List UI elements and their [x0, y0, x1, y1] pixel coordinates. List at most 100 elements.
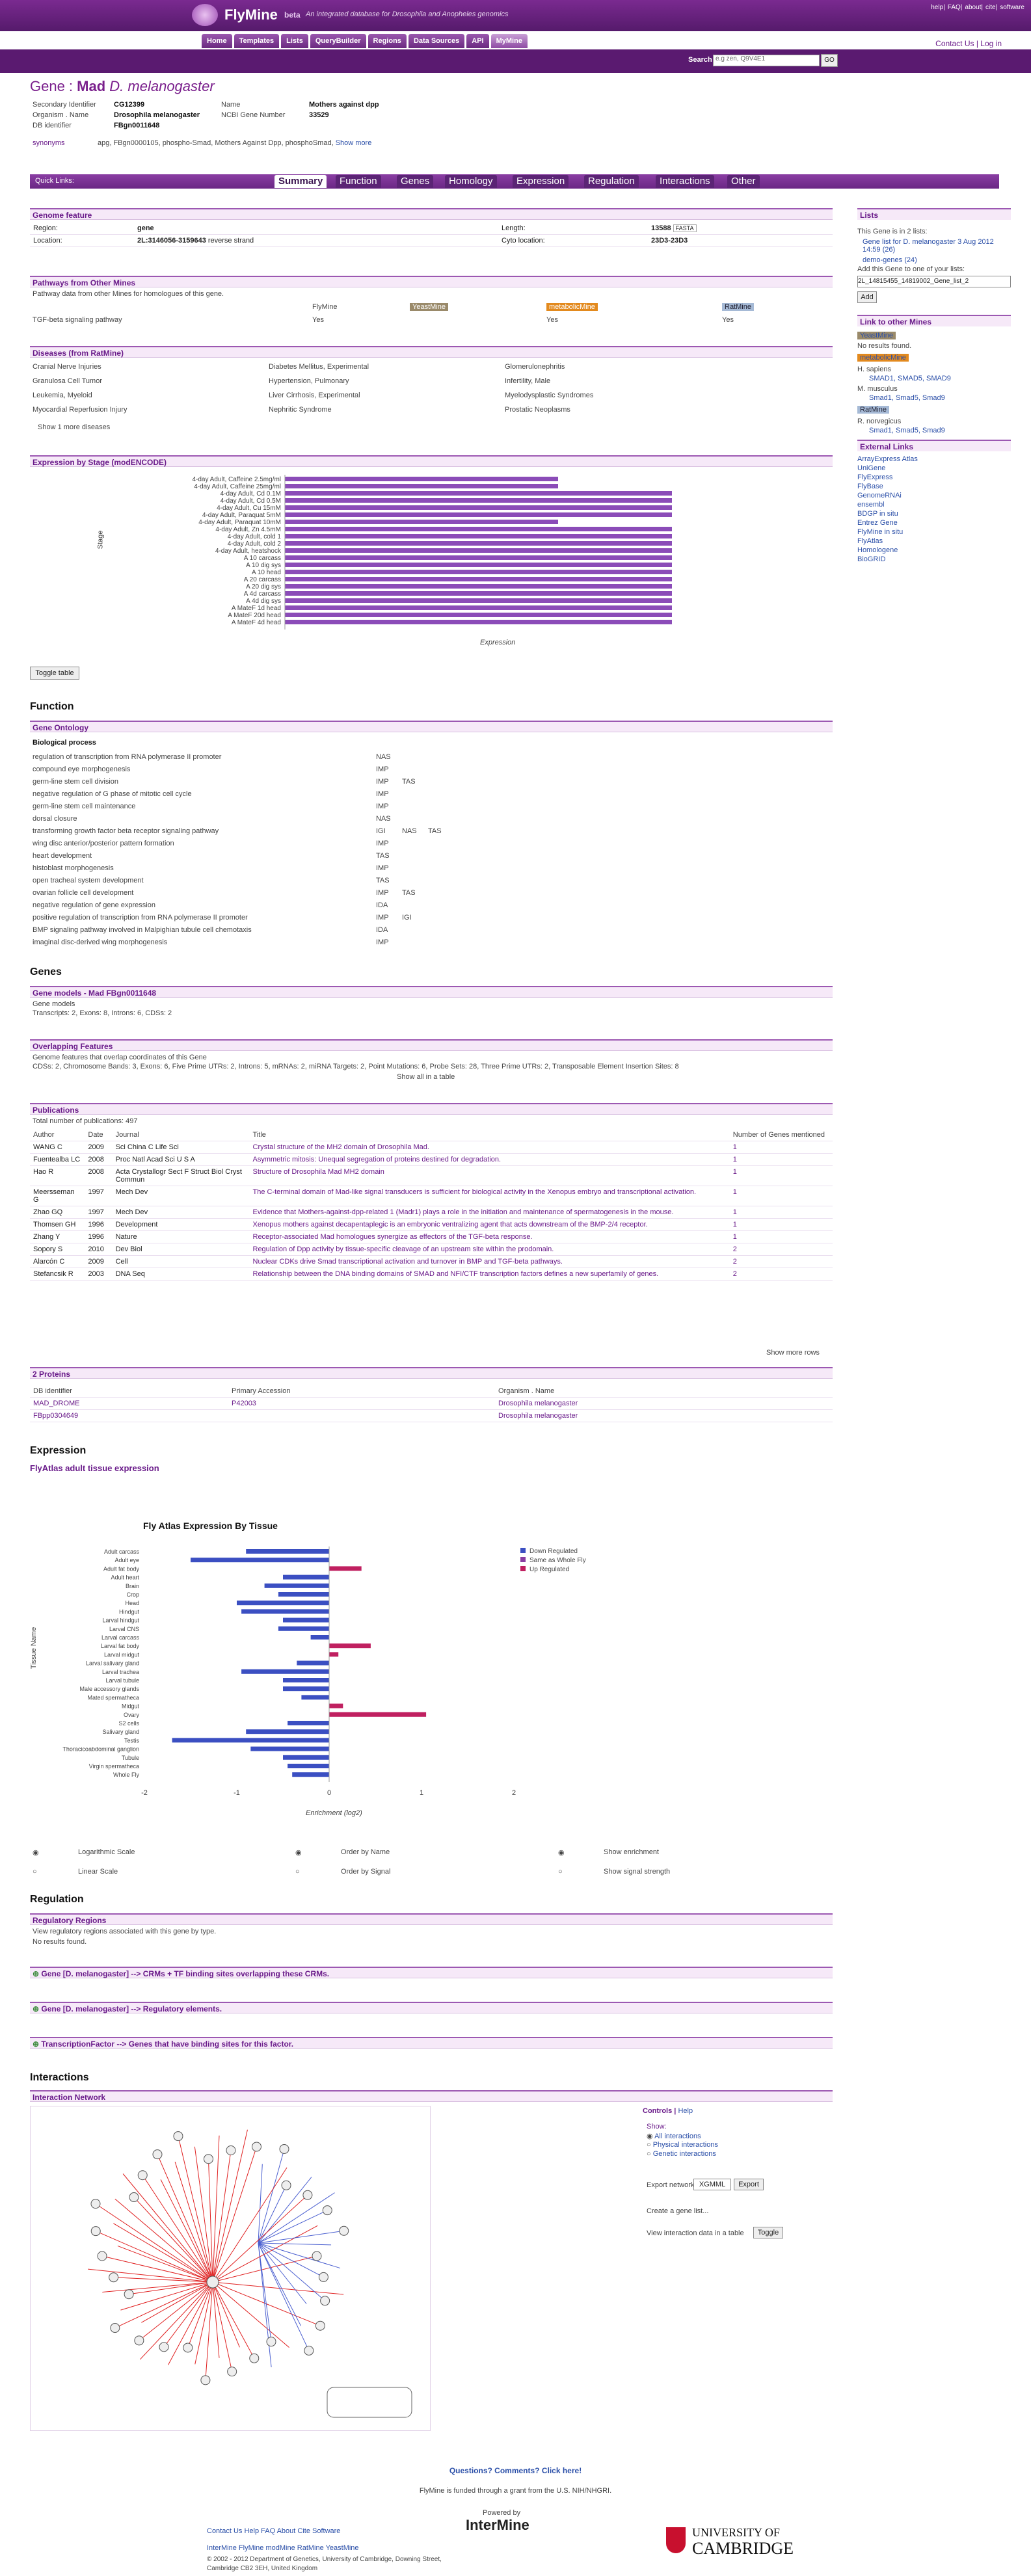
network-node[interactable] [266, 2337, 276, 2347]
go-term[interactable]: negative regulation of gene expression [33, 901, 155, 909]
radio-icon[interactable]: ○ [33, 1868, 37, 1876]
network-node[interactable] [322, 2205, 332, 2216]
stage-bar[interactable] [285, 498, 672, 503]
network-node[interactable] [279, 2144, 289, 2154]
external-link[interactable]: FlyMine in situ [857, 528, 904, 536]
pub-title[interactable]: Evidence that Mothers-against-dpp-relate… [249, 1206, 730, 1219]
disease-item[interactable]: Diabetes Mellitus, Experimental [269, 363, 369, 371]
nav-templates[interactable]: Templates [234, 34, 280, 48]
go-term[interactable]: heart development [33, 852, 92, 860]
nav-api[interactable]: API [466, 34, 489, 48]
tissue-bar[interactable] [292, 1772, 329, 1777]
protein-organism[interactable]: Drosophila melanogaster [495, 1397, 833, 1410]
controls-label[interactable]: Controls [643, 2107, 673, 2115]
export-button[interactable]: Export [734, 2179, 764, 2190]
network-node[interactable] [203, 2154, 213, 2164]
rn-links[interactable]: Smad1, Smad5, Smad9 [869, 427, 945, 434]
tab-regulation[interactable]: Regulation [584, 175, 639, 188]
pathway-metabolic-yes[interactable]: Yes [546, 316, 558, 324]
network-node[interactable] [318, 2272, 328, 2282]
stage-bar[interactable] [285, 591, 672, 596]
list-link[interactable]: Gene list for D. melanogaster 3 Aug 2012… [863, 238, 994, 254]
toggle-button[interactable]: Toggle [753, 2227, 783, 2238]
network-node[interactable] [251, 2142, 261, 2152]
disease-item[interactable]: Leukemia, Myeloid [33, 392, 92, 399]
external-link[interactable]: FlyBase [857, 483, 883, 490]
tissue-bar[interactable] [297, 1660, 329, 1666]
export-format-select[interactable]: XGMML [693, 2179, 731, 2190]
reg-elements-header[interactable]: ⊕ Gene [D. melanogaster] --> Regulatory … [30, 2002, 833, 2013]
go-term[interactable]: regulation of transcription from RNA pol… [33, 753, 222, 761]
contact-login-links[interactable]: Contact Us | Log in [935, 39, 1002, 48]
network-node[interactable] [110, 2323, 120, 2333]
go-term[interactable]: transforming growth factor beta receptor… [33, 827, 219, 835]
external-link[interactable]: ArrayExpress Atlas [857, 455, 918, 463]
external-link[interactable]: BioGRID [857, 555, 886, 563]
go-term[interactable]: germ-line stem cell division [33, 778, 119, 786]
footer-links[interactable]: Contact Us Help FAQ About Cite Software [207, 2527, 341, 2535]
nav-datasources[interactable]: Data Sources [408, 34, 465, 48]
tissue-bar[interactable] [246, 1729, 329, 1734]
disease-item[interactable]: Infertility, Male [505, 377, 551, 385]
tab-expression[interactable]: Expression [513, 175, 569, 188]
network-node[interactable] [173, 2131, 183, 2142]
pathway-ratmine-yes[interactable]: Yes [722, 316, 734, 324]
tissue-bar[interactable] [283, 1755, 329, 1760]
radio-icon[interactable]: ○ [558, 1868, 563, 1876]
disease-item[interactable]: Glomerulonephritis [505, 363, 565, 371]
toggle-table-button[interactable]: Toggle table [30, 667, 79, 680]
stage-bar[interactable] [285, 620, 672, 624]
location-value[interactable]: 2L:3146056-3159643 [137, 237, 206, 245]
network-node[interactable] [97, 2251, 107, 2261]
synonyms-show-more[interactable]: Show more [335, 139, 372, 147]
pub-title[interactable]: Relationship between the DNA binding dom… [249, 1268, 730, 1281]
go-term[interactable]: imaginal disc-derived wing morphogenesis [33, 938, 168, 946]
network-node[interactable] [124, 2289, 134, 2300]
search-input[interactable]: e.g zen, Q9V4E1 [713, 55, 820, 66]
nav-lists[interactable]: Lists [281, 34, 308, 48]
external-link[interactable]: FlyAtlas [857, 537, 883, 545]
tab-interactions[interactable]: Interactions [656, 175, 714, 188]
tab-homology[interactable]: Homology [445, 175, 497, 188]
tissue-bar[interactable] [283, 1617, 329, 1623]
external-link[interactable]: ensembl [857, 501, 885, 509]
network-node[interactable] [152, 2149, 163, 2160]
network-node[interactable] [249, 2353, 260, 2363]
tab-summary[interactable]: Summary [274, 175, 327, 188]
reg-crm-header[interactable]: ⊕ Gene [D. melanogaster] --> CRMs + TF b… [30, 1967, 833, 1978]
disease-item[interactable]: Cranial Nerve Injuries [33, 363, 101, 371]
pubs-show-more[interactable]: Show more rows [766, 1349, 820, 1357]
stage-bar[interactable] [285, 520, 558, 524]
show-physical-option[interactable]: ○ Physical interactions [647, 2141, 718, 2149]
go-term[interactable]: histoblast morphogenesis [33, 864, 114, 872]
stage-bar[interactable] [285, 605, 672, 610]
overlap-show-all[interactable]: Show all in a table [397, 1073, 455, 1081]
tissue-bar[interactable] [329, 1643, 371, 1649]
search-go-button[interactable]: GO [821, 54, 838, 67]
tissue-bar[interactable] [288, 1764, 329, 1768]
tissue-bar[interactable] [191, 1558, 329, 1563]
network-node[interactable] [315, 2320, 325, 2331]
flymine-logo-icon[interactable] [192, 4, 218, 26]
create-gene-list-link[interactable]: Create a gene list... [647, 2207, 709, 2215]
stage-bar[interactable] [285, 512, 672, 517]
go-term[interactable]: BMP signaling pathway involved in Malpig… [33, 926, 252, 934]
tissue-bar[interactable] [329, 1652, 339, 1657]
tissue-bar[interactable] [283, 1686, 329, 1692]
overlap-counts[interactable]: CDSs: 2, Chromosome Bands: 3, Exons: 6, … [33, 1063, 679, 1070]
controls-tab[interactable]: Controls | Help [643, 2107, 693, 2115]
tissue-bar[interactable] [246, 1549, 329, 1554]
tissue-bar[interactable] [288, 1721, 329, 1725]
nav-regions[interactable]: Regions [368, 34, 407, 48]
network-node[interactable] [302, 2190, 313, 2200]
tissue-bar[interactable] [329, 1712, 427, 1717]
stage-bar[interactable] [285, 534, 672, 538]
stage-bar[interactable] [285, 577, 672, 581]
network-node[interactable] [159, 2342, 169, 2352]
tissue-bar[interactable] [329, 1566, 362, 1571]
nav-home[interactable]: Home [202, 34, 232, 48]
center-node[interactable] [206, 2276, 219, 2289]
go-term[interactable]: compound eye morphogenesis [33, 765, 131, 773]
tissue-bar[interactable] [250, 1746, 329, 1751]
go-term[interactable]: ovarian follicle cell development [33, 889, 134, 897]
